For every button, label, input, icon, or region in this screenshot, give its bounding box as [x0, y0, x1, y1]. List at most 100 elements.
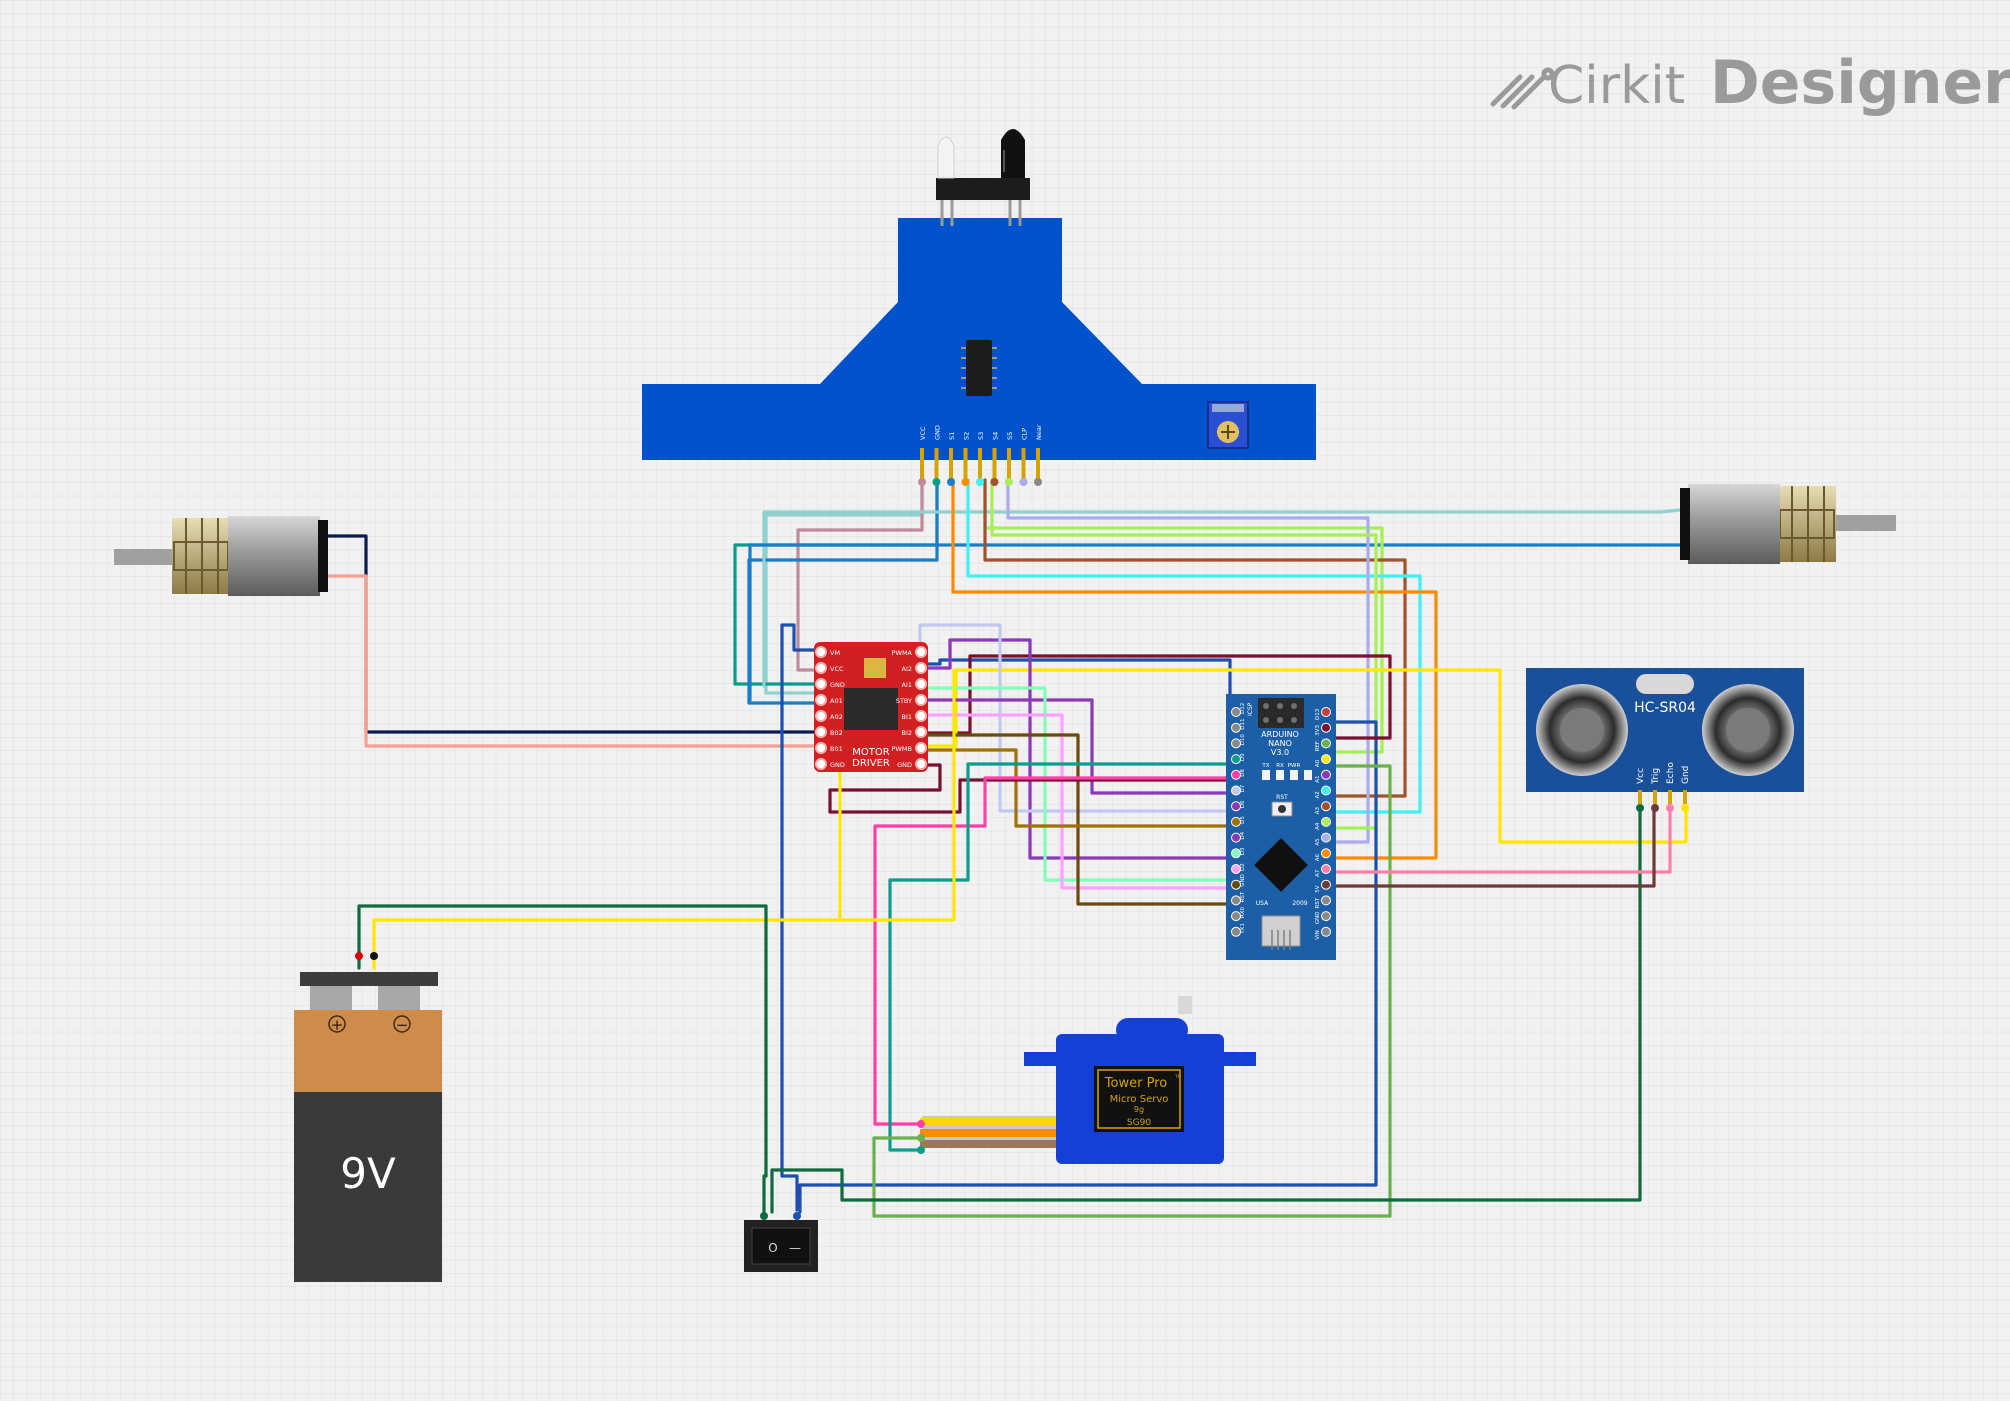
arduino-right-pin[interactable] [1321, 785, 1331, 796]
ir-pin[interactable] [949, 448, 953, 484]
wire[interactable] [770, 806, 1642, 1214]
wire[interactable] [924, 654, 1392, 740]
arduino-right-pin[interactable] [1321, 832, 1331, 843]
ultrasonic-pin-connector[interactable] [1651, 804, 1659, 812]
battery-9v[interactable]: + − 9V [294, 952, 442, 1282]
ir-pin-connector[interactable] [918, 478, 926, 486]
arduino-left-pin[interactable] [1231, 769, 1241, 780]
motor-driver-board[interactable]: MOTOR DRIVER VMVCCGNDA01A02B02B01GNDPWMA… [814, 642, 928, 772]
arduino-right-pin[interactable] [1321, 816, 1331, 827]
arduino-left-pin[interactable] [1231, 864, 1241, 874]
ir-pin-connector[interactable] [1034, 478, 1042, 486]
md-right-pin[interactable] [915, 742, 927, 754]
wire[interactable] [922, 698, 1238, 795]
ultrasonic-pin[interactable] [1638, 790, 1642, 804]
arduino-right-pin[interactable] [1321, 738, 1331, 749]
arduino-left-pin[interactable] [1231, 738, 1241, 749]
arduino-left-pin[interactable] [1231, 754, 1241, 765]
wire[interactable] [888, 762, 1238, 1152]
arduino-right-pin[interactable] [1321, 879, 1331, 890]
ir-pin-connector[interactable] [947, 478, 955, 486]
md-left-pin[interactable] [815, 758, 827, 770]
arduino-left-pin[interactable] [1231, 895, 1241, 906]
arduino-nano[interactable]: ICSP ARDUINO NANO V3.0 TX RX PWR RST USA… [1226, 694, 1336, 960]
arduino-left-pin[interactable] [1231, 722, 1241, 733]
ultrasonic-pin-connector[interactable] [1681, 804, 1689, 812]
ir-pin[interactable] [1007, 448, 1011, 484]
wire[interactable] [1328, 806, 1656, 888]
wire[interactable] [922, 668, 1688, 844]
servo-sg90[interactable]: Tower Pro TM Micro Servo 9g SG90 [917, 996, 1256, 1164]
arduino-left-pin[interactable] [1231, 832, 1241, 843]
arduino-left-pin[interactable] [1231, 911, 1241, 922]
wire[interactable] [357, 904, 768, 1214]
wire[interactable] [922, 713, 1238, 890]
ir-pin-connector[interactable] [932, 478, 941, 486]
ir-pin[interactable] [1021, 448, 1026, 484]
md-left-pin[interactable] [815, 726, 827, 738]
md-left-pin[interactable] [815, 694, 827, 706]
wire[interactable] [951, 478, 1438, 860]
md-right-pin[interactable] [915, 678, 927, 690]
wire[interactable] [873, 776, 1238, 1126]
ir-pin[interactable] [978, 448, 982, 484]
md-left-pin[interactable] [815, 662, 827, 674]
gear-motor-left[interactable] [114, 516, 328, 596]
ir-pin-connector[interactable] [1005, 478, 1013, 486]
md-right-pin[interactable] [915, 710, 927, 722]
ultrasonic-pin-connector[interactable] [1636, 804, 1644, 812]
wire[interactable] [372, 668, 956, 970]
wire[interactable] [922, 686, 1238, 882]
wire[interactable] [922, 733, 1238, 906]
ir-pin[interactable] [1036, 448, 1040, 484]
arduino-left-pin[interactable] [1231, 785, 1241, 796]
arduino-right-pin[interactable] [1321, 801, 1331, 812]
wire[interactable] [872, 764, 1392, 1218]
arduino-left-pin[interactable] [1231, 707, 1241, 717]
wire[interactable] [983, 478, 1407, 798]
potentiometer[interactable] [1207, 401, 1249, 449]
rocker-switch[interactable]: O — [744, 1212, 818, 1272]
ir-pin-connector[interactable] [1019, 478, 1028, 486]
md-left-pin[interactable] [815, 710, 827, 722]
arduino-right-pin[interactable] [1321, 754, 1331, 765]
arduino-right-pin[interactable] [1321, 722, 1331, 733]
md-right-pin[interactable] [915, 758, 927, 770]
arduino-right-pin[interactable] [1321, 769, 1331, 780]
wire[interactable] [780, 623, 823, 1212]
ultrasonic-pin-connector[interactable] [1666, 804, 1674, 812]
md-right-pin[interactable] [915, 646, 927, 658]
md-right-pin[interactable] [915, 694, 927, 706]
arduino-right-pin[interactable] [1321, 926, 1331, 937]
md-right-pin[interactable] [915, 662, 927, 674]
arduino-left-pin[interactable] [1231, 848, 1241, 859]
wire[interactable] [326, 574, 823, 748]
md-left-pin[interactable] [815, 678, 827, 690]
ir-pin[interactable] [963, 448, 968, 484]
arduino-right-pin[interactable] [1321, 864, 1331, 874]
ir-pin-connector[interactable] [990, 478, 999, 486]
ultrasonic-pin[interactable] [1668, 790, 1672, 804]
arduino-right-pin[interactable] [1321, 848, 1331, 859]
wire[interactable] [922, 638, 1238, 860]
gear-motor-right[interactable] [1680, 484, 1896, 564]
wire[interactable] [748, 543, 1686, 702]
wire[interactable] [1006, 478, 1370, 844]
wire[interactable] [922, 748, 1238, 828]
arduino-left-pin[interactable] [1231, 926, 1241, 937]
md-right-pin[interactable] [915, 726, 927, 738]
md-left-pin[interactable] [815, 646, 827, 658]
ir-pin[interactable] [992, 448, 997, 484]
arduino-left-pin[interactable] [1231, 801, 1241, 812]
wire[interactable] [990, 478, 1378, 830]
wire[interactable] [1328, 806, 1672, 874]
arduino-left-pin[interactable] [1231, 816, 1241, 827]
ir-pin-connector[interactable] [976, 478, 984, 486]
ultrasonic-pin[interactable] [1653, 790, 1657, 804]
arduino-right-pin[interactable] [1321, 895, 1331, 906]
arduino-right-pin[interactable] [1321, 911, 1331, 922]
ir-pin-connector[interactable] [961, 478, 970, 486]
arduino-right-pin[interactable] [1321, 707, 1331, 717]
